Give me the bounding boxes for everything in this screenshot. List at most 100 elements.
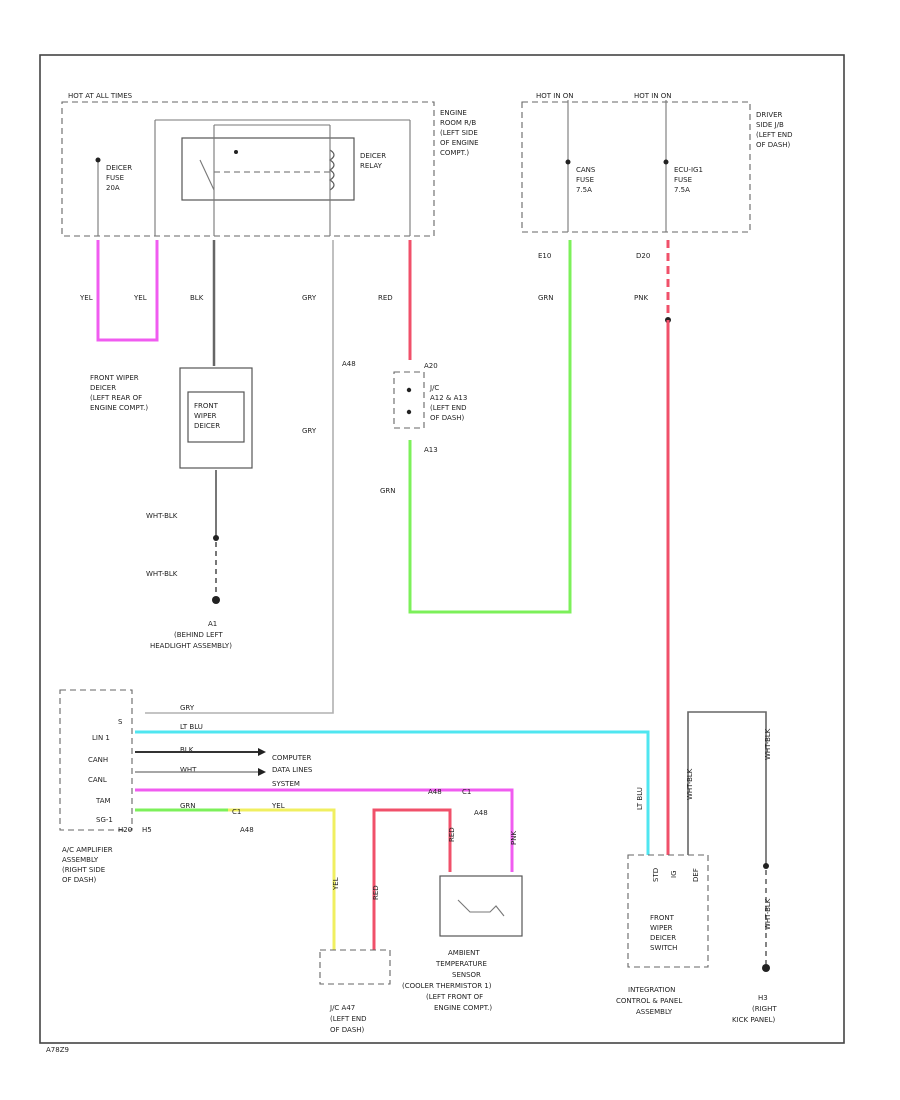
- wiper-inner-label-2: DEICER: [194, 422, 220, 430]
- wire-wht-blk4: WHT-BLK: [764, 728, 772, 760]
- front-wiper-deicer-inner: [187, 391, 245, 443]
- sg1-yellow-wire: [228, 808, 336, 950]
- conn-a48-top: A48: [342, 360, 356, 368]
- red-sensor-wire: [372, 808, 452, 950]
- wire-wht-blk3: WHT-BLK: [686, 768, 694, 800]
- wiper-switch-label-0: FRONT: [650, 914, 675, 922]
- jc-a47-label-1: (LEFT END: [330, 1015, 367, 1023]
- ac-amp-label-1: ASSEMBLY: [62, 856, 99, 864]
- wiper-label-0: FRONT WIPER: [90, 374, 139, 382]
- ambient-sensor-label-4: (LEFT FRONT OF: [426, 993, 483, 1001]
- ambient-sensor-box: [439, 875, 523, 937]
- conn-c1: C1: [462, 788, 471, 796]
- conn-h20: H20: [118, 826, 132, 834]
- deicer-relay-box: [181, 137, 355, 201]
- tam-pink-wire: [135, 788, 514, 872]
- ground-a1-label-2: HEADLIGHT ASSEMBLY): [150, 642, 232, 650]
- pink-loop-wire: [96, 240, 159, 342]
- engine-room-rb-label-3: OF ENGINE: [440, 139, 479, 147]
- deicer-fuse-dot: [95, 157, 101, 163]
- conn-e10: E10: [538, 252, 551, 260]
- driver-side-jb-box: [521, 101, 751, 233]
- ambient-sensor-label-0: AMBIENT: [448, 949, 480, 957]
- gry-wire-long: [145, 240, 334, 714]
- wire-c2-label: YEL: [133, 294, 147, 302]
- data-lines-label-0: COMPUTER: [272, 754, 311, 762]
- ground-kick-label-1: (RIGHT: [752, 1005, 777, 1013]
- wire-wht-blk5: WHT-BLK: [764, 898, 772, 930]
- wiper-switch-label-2: DEICER: [650, 934, 676, 942]
- ambient-sensor-label-3: (COOLER THERMISTOR 1): [402, 982, 492, 990]
- ground-a1-label-1: (BEHIND LEFT: [174, 631, 223, 639]
- wire-pnk-sensor: PNK: [510, 831, 518, 845]
- amp-wire-grn: GRN: [180, 802, 196, 810]
- relay-switch-arm: [199, 159, 215, 191]
- hot-in-on-right-label: HOT IN ON: [634, 92, 672, 100]
- conn-c1b: C1: [232, 808, 241, 816]
- ecu-fuse-label-1: FUSE: [674, 176, 692, 184]
- wht-blk-right-wire: [687, 711, 767, 866]
- jc-a47-label-0: J/C A47: [329, 1004, 355, 1012]
- driver-side-jb-label-1: SIDE J/B: [756, 121, 784, 129]
- relay-contact-dot: [234, 150, 238, 154]
- conn-a48-mid: A48: [428, 788, 442, 796]
- conn-a48-low: A48: [474, 809, 488, 817]
- ecu-pin-def: DEF: [692, 868, 700, 882]
- amp-wire-yel: YEL: [271, 802, 285, 810]
- hot-in-on-left-label: HOT IN ON: [536, 92, 574, 100]
- ecu-pin-ig: IG: [670, 871, 678, 879]
- conn-h5: H5: [142, 826, 152, 834]
- footer-code: A78Z9: [46, 1046, 69, 1054]
- diagram-frame: [39, 54, 845, 1044]
- jc-label-3: OF DASH): [430, 414, 465, 422]
- jc-dot-2: [406, 409, 412, 415]
- data-lines-label-2: SYSTEM: [272, 780, 300, 788]
- ecu-fuse-label-0: ECU-IG1: [674, 166, 703, 174]
- jc-connector-box: [393, 371, 425, 429]
- wire-grn1-label: GRN: [538, 294, 554, 302]
- amp-pin-canh: CANH: [88, 756, 108, 764]
- canl-arrow: [258, 768, 266, 776]
- ecu-fuse-dot: [663, 159, 669, 165]
- amp-wire-blk: BLK: [180, 746, 194, 754]
- jc-a47-label-2: OF DASH): [330, 1026, 365, 1034]
- wiper-switch-label-3: SWITCH: [650, 944, 677, 952]
- canh-arrow: [258, 748, 266, 756]
- engine-room-rb-label-2: (LEFT SIDE: [440, 129, 478, 137]
- driver-side-jb-label-0: DRIVER: [756, 111, 783, 119]
- relay-coil: [328, 149, 335, 191]
- lt-blu-wire: [135, 730, 650, 855]
- engine-room-rb-box: [61, 101, 435, 237]
- conn-a48-bot: A48: [240, 826, 254, 834]
- front-wiper-deicer-outer: [179, 367, 253, 469]
- jc-dot-1: [406, 387, 412, 393]
- ambient-sensor-label-1: TEMPERATURE: [435, 960, 487, 968]
- ground-kick-label-0: H3: [758, 994, 768, 1002]
- jc-label-0: J/C: [429, 384, 439, 392]
- integration-label-2: ASSEMBLY: [636, 1008, 673, 1016]
- ground-kick-dot: [762, 964, 770, 972]
- integration-label-0: INTEGRATION: [628, 986, 675, 994]
- cans-fuse-label-0: CANS: [576, 166, 596, 174]
- deicer-relay-label-0: DEICER: [360, 152, 386, 160]
- ground-a1-dot: [212, 596, 220, 604]
- amp-wire-wht: WHT: [180, 766, 197, 774]
- deicer-fuse-label-0: DEICER: [106, 164, 132, 172]
- jc-a47-box: [319, 949, 391, 985]
- amp-pin-canl: CANL: [88, 776, 107, 784]
- deicer-fuse-label-1: FUSE: [106, 174, 124, 182]
- ac-amp-label-0: A/C AMPLIFIER: [62, 846, 113, 854]
- ac-amp-label-3: OF DASH): [62, 876, 97, 884]
- amp-pin-lin1: LIN 1: [92, 734, 110, 742]
- hot-at-all-times-label: HOT AT ALL TIMES: [68, 92, 133, 100]
- ecu-pin-std: STD: [652, 868, 660, 882]
- integration-panel-box: [627, 854, 709, 968]
- cans-fuse-label-2: 7.5A: [576, 186, 592, 194]
- green-wire-loop: [408, 240, 572, 614]
- ac-amp-label-2: (RIGHT SIDE: [62, 866, 105, 874]
- data-lines-label-1: DATA LINES: [272, 766, 313, 774]
- wire-red-sensor: RED: [448, 827, 456, 842]
- driver-side-jb-label-2: (LEFT END: [756, 131, 793, 139]
- amp-pin-sg1: SG-1: [96, 816, 113, 824]
